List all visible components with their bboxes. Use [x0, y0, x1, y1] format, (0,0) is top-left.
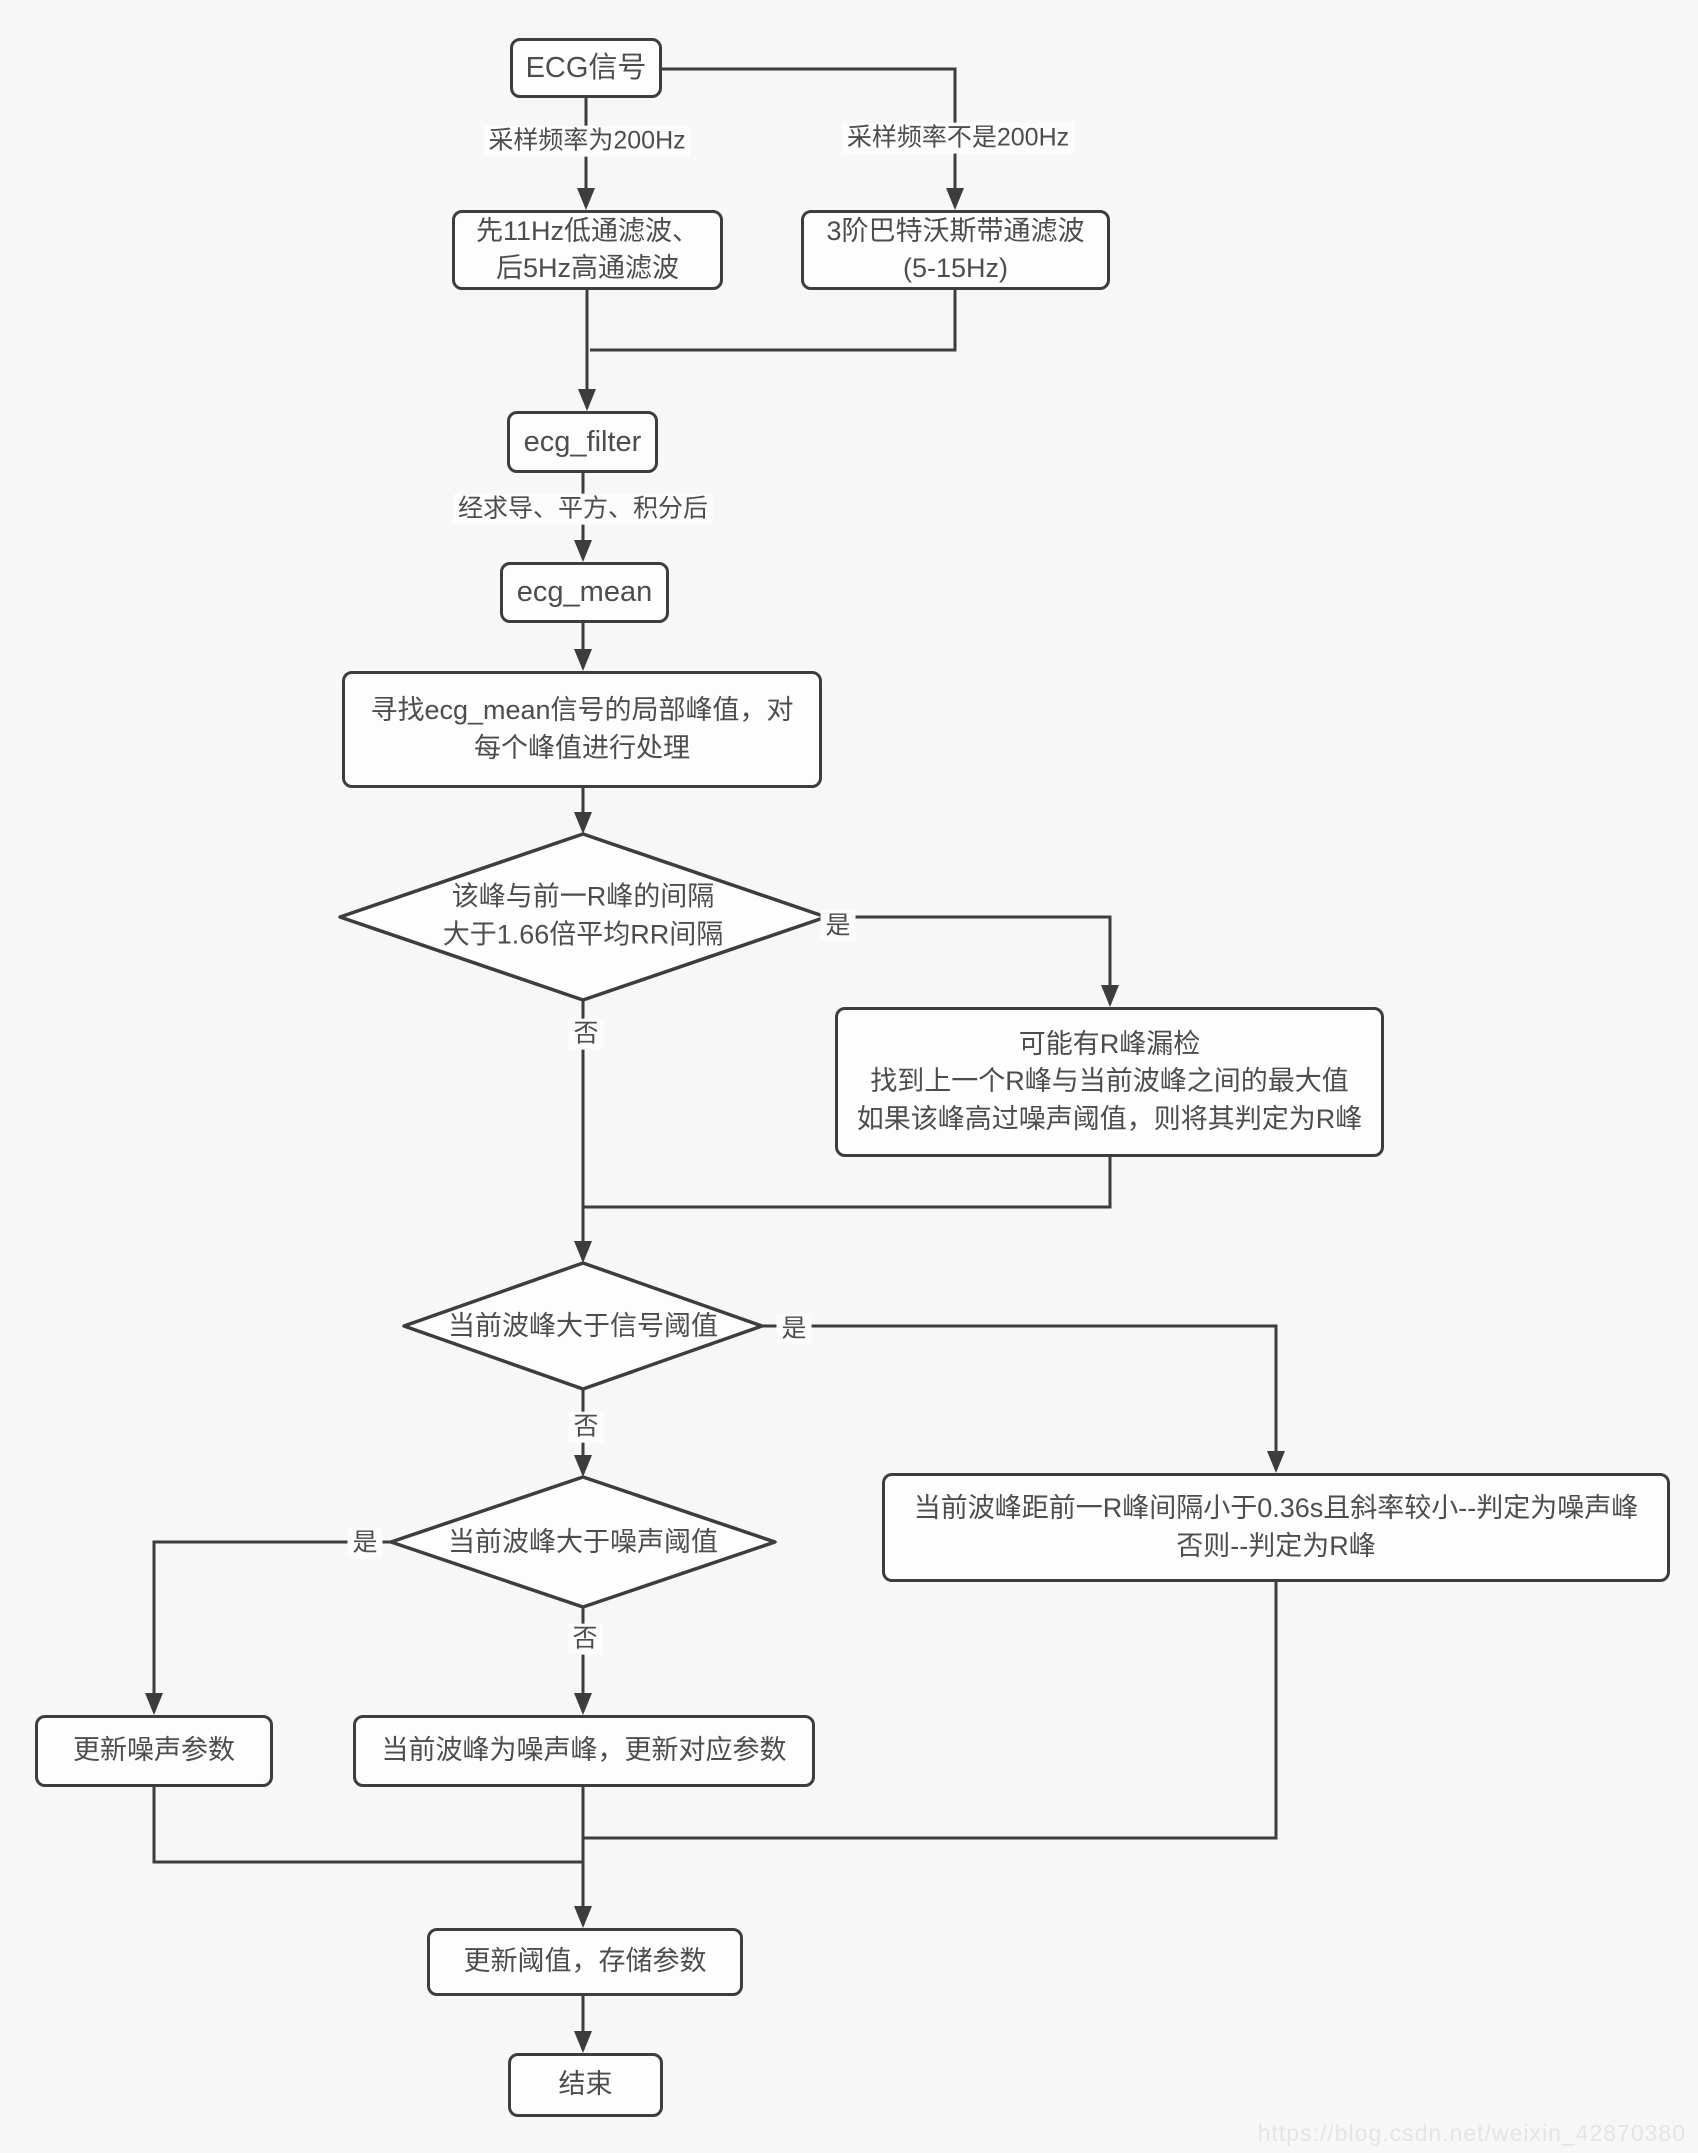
edge-label-no-2: 否 [568, 1411, 604, 1443]
edge-classify-merge [583, 1582, 1278, 1840]
edge-label-sample-rate-not-200: 采样频率不是200Hz [841, 122, 1075, 154]
edge-ecg-to-butterworth [662, 67, 964, 210]
node-filter-200hz-line2: 后5Hz高通滤波 [495, 253, 679, 283]
node-ecg-mean: ecg_mean [500, 562, 669, 623]
node-noise-peak-label: 当前波峰为噪声峰，更新对应参数 [381, 1735, 787, 1766]
node-ecg-filter: ecg_filter [507, 411, 658, 473]
node-missed-rpeak-line2: 找到上一个R峰与当前波峰之间的最大值 [870, 1066, 1349, 1097]
node-filter-butterworth: 3阶巴特沃斯带通滤波 (5-15Hz) [801, 210, 1110, 290]
node-find-peaks-line2: 每个峰值进行处理 [474, 732, 690, 763]
node-noise-peak: 当前波峰为噪声峰，更新对应参数 [353, 1715, 815, 1787]
decision-noise-threshold-shape [389, 1475, 777, 1609]
edge-decision3-yes [145, 1540, 391, 1715]
node-find-peaks-line1: 寻找ecg_mean信号的局部峰值，对 [370, 695, 794, 726]
edge-label-no-1: 否 [568, 1018, 604, 1050]
node-filter-butterworth-line1: 3阶巴特沃斯带通滤波 [826, 215, 1085, 246]
node-missed-rpeak-line3: 如果该峰高过噪声阈值，则将其判定为R峰 [856, 1103, 1363, 1134]
decision-rr-interval-line2: 大于1.66倍平均RR间隔 [442, 920, 724, 950]
node-ecg-filter-label: ecg_filter [523, 425, 642, 458]
node-classify-peak-line1: 当前波峰距前一R峰间隔小于0.36s且斜率较小--判定为噪声峰 [913, 1493, 1639, 1524]
node-update-noise-label: 更新噪声参数 [73, 1735, 235, 1766]
edge-label-yes-1: 是 [820, 910, 856, 942]
node-update-threshold: 更新阈值，存储参数 [427, 1928, 743, 1996]
decision-signal-threshold-shape [402, 1261, 764, 1391]
decision-rr-interval-line1: 该峰与前一R峰的间隔 [451, 881, 715, 912]
node-classify-peak-line2: 否则--判定为R峰 [1176, 1530, 1376, 1561]
node-ecg-mean-label: ecg_mean [516, 576, 653, 609]
node-end: 结束 [508, 2053, 663, 2117]
watermark-url: https://blog.csdn.net/weixin_42870380 [1257, 2120, 1686, 2146]
edge-butterworth-join [590, 290, 957, 352]
decision-noise-threshold-text: 当前波峰大于噪声阈值 [448, 1526, 718, 1557]
node-filter-200hz-line1: 先11Hz低通滤波、 [475, 215, 700, 246]
node-filter-butterworth-line2: (5-15Hz) [902, 253, 1009, 283]
node-ecg-signal-label: ECG信号 [525, 51, 647, 84]
node-missed-rpeak-line1: 可能有R峰漏检 [1018, 1029, 1201, 1060]
node-end-label: 结束 [558, 2069, 613, 2100]
node-find-peaks: 寻找ecg_mean信号的局部峰值，对 每个峰值进行处理 [342, 671, 822, 788]
decision-signal-threshold-text: 当前波峰大于信号阈值 [448, 1310, 718, 1341]
edge-missedrpeak-return [584, 1157, 1112, 1209]
edge-updatenoise-merge [152, 1787, 583, 1864]
node-ecg-signal: ECG信号 [510, 38, 662, 98]
node-classify-peak: 当前波峰距前一R峰间隔小于0.36s且斜率较小--判定为噪声峰 否则--判定为R… [882, 1473, 1670, 1582]
node-update-threshold-label: 更新阈值，存储参数 [463, 1946, 707, 1977]
edge-label-sample-rate-200: 采样频率为200Hz [483, 125, 691, 157]
decision-rr-interval-text: 该峰与前一R峰的间隔 大于1.66倍平均RR间隔 [443, 878, 724, 955]
edge-decision2-yes [762, 1324, 1285, 1473]
edge-label-yes-3: 是 [347, 1527, 383, 1559]
edge-label-no-3: 否 [567, 1623, 603, 1655]
node-update-noise: 更新噪声参数 [35, 1715, 273, 1787]
node-filter-200hz: 先11Hz低通滤波、 后5Hz高通滤波 [452, 210, 723, 290]
edge-label-derivative-square-integral: 经求导、平方、积分后 [452, 493, 714, 525]
edge-decision1-yes [826, 915, 1119, 1007]
node-missed-rpeak: 可能有R峰漏检 找到上一个R峰与当前波峰之间的最大值 如果该峰高过噪声阈值，则将… [835, 1007, 1384, 1157]
edge-label-yes-2: 是 [776, 1313, 812, 1345]
